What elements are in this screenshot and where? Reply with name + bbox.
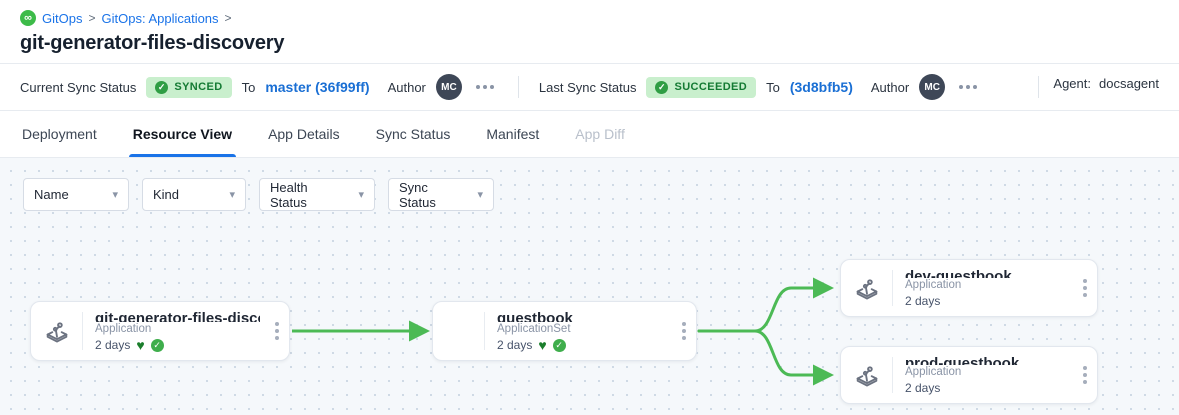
tab-sync-status[interactable]: Sync Status <box>375 126 451 142</box>
current-author-avatar[interactable]: MC <box>435 74 462 100</box>
graph-node-prod-guestbook[interactable]: prod-guestbook Application 2 days <box>840 346 1098 404</box>
check-circle-icon: ✓ <box>655 80 669 94</box>
last-more-options-button[interactable] <box>955 81 981 93</box>
tab-deployment[interactable]: Deployment <box>22 126 97 142</box>
tab-app-details[interactable]: App Details <box>268 126 340 142</box>
health-heart-icon: ♥ <box>538 337 547 353</box>
last-revision-link[interactable]: (3d8bfb5) <box>789 79 853 95</box>
health-heart-icon: ♥ <box>136 337 145 353</box>
last-author-label: Author <box>870 79 910 95</box>
node-age: 2 days <box>905 381 941 395</box>
page-header: ∞ GitOps > GitOps: Applications > git-ge… <box>0 0 1179 63</box>
last-sync-status-label: Last Sync Status <box>538 79 637 95</box>
graph-node-dev-guestbook[interactable]: dev-guestbook Application 2 days <box>840 259 1098 317</box>
node-menu-button[interactable] <box>1073 347 1097 403</box>
chevron-down-icon: ▾ <box>477 189 483 201</box>
tab-app-diff: App Diff <box>575 126 625 142</box>
filter-name-dropdown[interactable]: Name▾ <box>23 178 129 211</box>
current-more-options-button[interactable] <box>472 81 498 93</box>
synced-check-icon: ✓ <box>150 338 164 352</box>
node-menu-button[interactable] <box>265 302 289 360</box>
node-age: 2 days <box>905 294 941 308</box>
current-sync-status-badge: ✓ SYNCED <box>146 76 232 98</box>
check-circle-icon: ✓ <box>155 80 169 94</box>
filter-sync-status-dropdown[interactable]: Sync Status▾ <box>388 178 494 211</box>
synced-check-icon: ✓ <box>552 338 566 352</box>
last-author-avatar[interactable]: MC <box>919 74 946 100</box>
node-title: guestbook <box>497 310 573 322</box>
node-title: dev-guestbook <box>905 268 1012 278</box>
last-to-label: To <box>766 79 780 95</box>
applicationset-icon <box>433 312 485 350</box>
current-sync-status-label: Current Sync Status <box>20 79 137 95</box>
status-bar: Current Sync Status ✓ SYNCED To master (… <box>0 63 1179 111</box>
divider <box>517 76 519 98</box>
breadcrumb-applications[interactable]: GitOps: Applications <box>101 10 219 26</box>
chevron-down-icon: ▾ <box>112 189 118 201</box>
filter-bar: Name▾ Kind▾ Health Status▾ Sync Status▾ <box>23 178 494 211</box>
argo-application-icon <box>841 357 893 393</box>
node-age: 2 days <box>95 338 131 352</box>
filter-health-status-dropdown[interactable]: Health Status▾ <box>259 178 375 211</box>
node-kind: Application <box>95 323 152 335</box>
tab-manifest[interactable]: Manifest <box>486 126 540 142</box>
graph-node-guestbook[interactable]: guestbook ApplicationSet 2 days ♥ ✓ <box>432 301 697 361</box>
agent-label: Agent: <box>1053 76 1091 91</box>
chevron-down-icon: ▾ <box>358 189 364 201</box>
node-title: git-generator-files-disco... <box>95 310 260 322</box>
node-menu-button[interactable] <box>672 302 696 360</box>
current-sync-status-value: SYNCED <box>174 81 223 93</box>
graph-node-git-generator[interactable]: git-generator-files-disco... Application… <box>30 301 290 361</box>
breadcrumb-separator: > <box>224 11 232 25</box>
gitops-logo-icon: ∞ <box>20 10 36 26</box>
agent-value: docsagent <box>1099 76 1159 91</box>
breadcrumb: ∞ GitOps > GitOps: Applications > <box>20 10 1159 26</box>
breadcrumb-separator: > <box>88 11 96 25</box>
argo-application-icon <box>31 312 83 350</box>
resource-graph-canvas[interactable]: Name▾ Kind▾ Health Status▾ Sync Status▾ <box>0 158 1179 415</box>
last-sync-status-badge: ✓ SUCCEEDED <box>646 76 757 98</box>
node-kind: ApplicationSet <box>497 323 571 335</box>
breadcrumb-gitops[interactable]: GitOps <box>42 10 83 26</box>
tab-bar: Deployment Resource View App Details Syn… <box>0 111 1179 158</box>
node-menu-button[interactable] <box>1073 260 1097 316</box>
node-kind: Application <box>905 366 962 378</box>
divider <box>1038 76 1040 98</box>
page-title: git-generator-files-discovery <box>20 32 285 54</box>
last-sync-status-value: SUCCEEDED <box>674 81 748 93</box>
filter-kind-dropdown[interactable]: Kind▾ <box>142 178 246 211</box>
agent-info: Agent: docsagent <box>1032 76 1159 98</box>
node-age: 2 days <box>497 338 533 352</box>
argo-application-icon <box>841 270 893 306</box>
tab-resource-view[interactable]: Resource View <box>128 111 237 157</box>
node-kind: Application <box>905 279 962 291</box>
current-to-label: To <box>241 79 256 95</box>
current-revision-link[interactable]: master (36f99ff) <box>265 79 370 95</box>
current-author-label: Author <box>387 79 426 95</box>
node-title: prod-guestbook <box>905 355 1020 365</box>
chevron-down-icon: ▾ <box>229 189 235 201</box>
